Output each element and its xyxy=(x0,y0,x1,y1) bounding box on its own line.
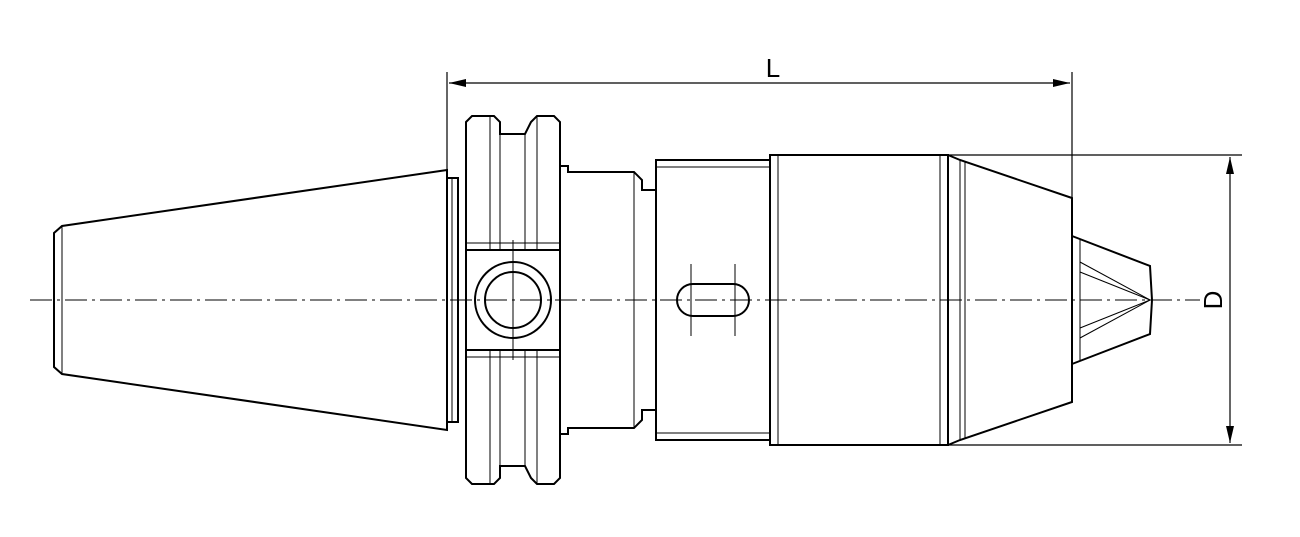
diameter-label: D xyxy=(1198,291,1228,310)
flange xyxy=(465,115,561,485)
wrench-slot xyxy=(676,283,750,317)
dimension-diameter: D xyxy=(948,154,1242,446)
chuck-jaws xyxy=(1071,235,1154,365)
chuck-nose xyxy=(947,154,1073,446)
taper-shank xyxy=(53,168,459,432)
dimension-length: L xyxy=(446,53,1073,198)
chuck-body xyxy=(655,154,949,446)
length-label: L xyxy=(766,53,780,83)
